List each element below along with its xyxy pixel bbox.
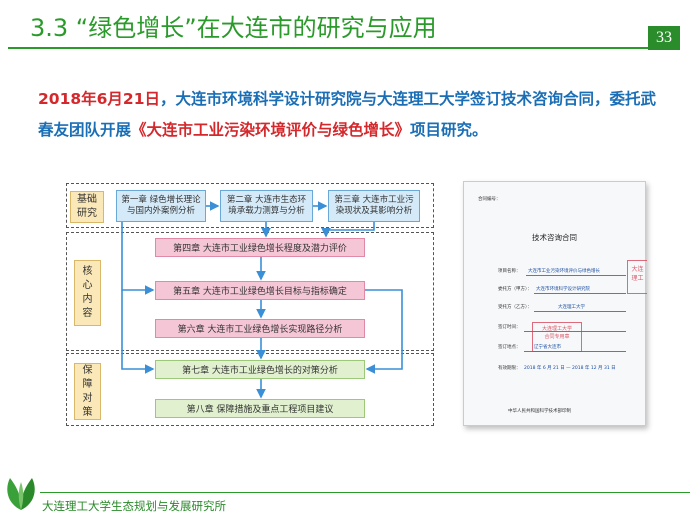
intro-text: ，大连市环境科学设计研究院与大连理工大学签订技术咨询合同，委托武春友团队开展 — [38, 90, 657, 139]
footer-institute-name: 大连理工大学生态规划与发展研究所 — [42, 499, 226, 513]
contract-field-label: 委托方（甲方）： — [498, 287, 532, 292]
contract-field-underline — [534, 311, 626, 312]
contract-field-underline — [526, 275, 626, 276]
chapter-6-box: 第六章 大连市工业绿色增长实现路径分析 — [155, 319, 365, 338]
intro-date: 2018年6月21日 — [38, 90, 160, 108]
intro-text-end: 项目研究。 — [410, 121, 488, 139]
contract-issuer: 中华人民共和国科学技术部印制 — [508, 409, 571, 414]
chapter-1-box: 第一章 绿色增长理论与国内外案例分析 — [116, 190, 206, 222]
contract-title: 技术咨询合同 — [532, 233, 577, 242]
contract-field-value: 2018 年 6 月 21 日 — 2018 年 12 月 31 日 — [524, 366, 616, 371]
contract-field-label: 有效期限： — [498, 366, 521, 371]
contract-field-value: 辽宁省大连市 — [534, 345, 561, 350]
group-box-basic — [66, 183, 434, 228]
chapter-3-box: 第三章 大连市工业污染现状及其影响分析 — [328, 190, 420, 222]
chapter-8-box: 第八章 保障措施及重点工程项目建议 — [155, 399, 365, 418]
chapter-7-box: 第七章 大连市工业绿色增长的对策分析 — [155, 360, 365, 379]
group-label-core: 核 心 内 容 — [74, 260, 101, 326]
contract-side-stamp: 大连 理工 — [627, 260, 647, 294]
contract-field-label: 签订地点： — [498, 345, 521, 350]
research-flow-diagram: 基础 研究 核 心 内 容 保 障 对 策 第一章 绿色增长理论与国内外案例分析… — [66, 180, 436, 430]
group-label-basic: 基础 研究 — [70, 191, 104, 223]
contract-field-value: 大连理工大学 — [558, 305, 585, 310]
footer-divider — [40, 492, 690, 493]
chapter-2-box: 第二章 大连市生态环境承载力测算与分析 — [220, 190, 313, 222]
group-box-core — [66, 232, 434, 351]
contract-field-label: 项目名称： — [498, 269, 521, 274]
title-underline — [8, 47, 648, 49]
contract-field-value: 大连市工业污染环境评价与绿色增长 — [528, 269, 600, 274]
slide-title: 3.3 “绿色增长”在大连市的研究与应用 — [30, 14, 437, 42]
contract-stamp: 大连理工大学 合同专用章 — [532, 322, 582, 352]
group-box-support — [66, 353, 434, 426]
intro-project-name: 《大连市工业污染环境评价与绿色增长》 — [131, 121, 411, 139]
chapter-5-box: 第五章 大连市工业绿色增长目标与指标确定 — [155, 281, 365, 300]
contract-field-value: 大连市环境科学设计研究院 — [536, 287, 590, 292]
chapter-4-box: 第四章 大连市工业绿色增长程度及潜力评价 — [155, 238, 365, 257]
contract-field-underline — [524, 331, 626, 332]
intro-paragraph: 2018年6月21日，大连市环境科学设计研究院与大连理工大学签订技术咨询合同，委… — [38, 84, 668, 146]
page-number-badge: 33 — [648, 26, 680, 50]
contract-document-image: 合同编号： 技术咨询合同 项目名称： 大连市工业污染环境评价与绿色增长 委托方（… — [463, 181, 647, 426]
institute-leaf-icon — [7, 478, 35, 510]
contract-field-label: 签订时间： — [498, 325, 521, 330]
contract-number-label: 合同编号： — [478, 197, 501, 202]
group-label-support: 保 障 对 策 — [74, 363, 101, 420]
flow-arrows — [121, 201, 403, 399]
contract-field-label: 受托方（乙方）： — [498, 305, 532, 310]
contract-field-underline — [534, 293, 626, 294]
